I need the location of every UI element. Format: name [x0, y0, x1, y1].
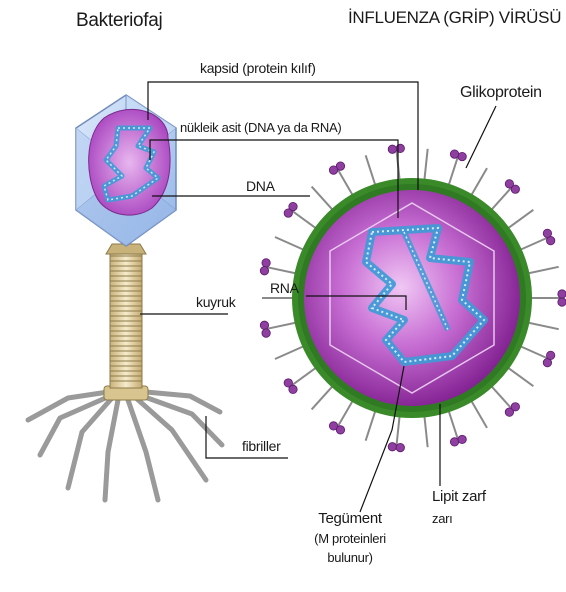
glycoprotein-head: [543, 229, 551, 237]
glycoprotein-head: [336, 426, 344, 434]
label-tegument-line3: bulunur): [300, 550, 400, 565]
glycoprotein-stalk: [520, 237, 549, 250]
glycoprotein-stalk: [265, 323, 296, 330]
glycoprotein-stalk: [520, 346, 549, 359]
glycoprotein-stalk: [337, 168, 353, 196]
glycoprotein-head: [458, 435, 466, 443]
tail-fibers: [28, 392, 222, 500]
glycoprotein-stalk: [491, 386, 512, 410]
glycoprotein-head: [262, 259, 270, 267]
glycoprotein-stalk: [337, 400, 353, 428]
glycoprotein-stalk: [527, 267, 558, 274]
label-lipit-line1: Lipit zarf: [432, 488, 486, 505]
label-rna: RNA: [270, 280, 299, 296]
glycoprotein-head: [388, 443, 396, 451]
glycoprotein-head: [262, 329, 270, 337]
glycoprotein-stalk: [448, 410, 458, 440]
glycoprotein-stalk: [291, 210, 317, 229]
glycoprotein-head: [546, 351, 554, 359]
label-dna: DNA: [246, 178, 275, 194]
bacteriophage: [28, 95, 222, 500]
glycoprotein-stalk: [424, 149, 427, 181]
virus-body: [304, 190, 520, 406]
label-lipit: Lipit zarf zarı: [432, 488, 486, 526]
glycoprotein-stalk: [396, 415, 399, 447]
label-tegument-line1: Tegüment: [300, 510, 400, 527]
label-kuyruk: kuyruk: [196, 294, 235, 310]
influenza-virus: [260, 144, 566, 452]
glycoprotein-head: [450, 438, 458, 446]
title-bacteriophage: Bakteriofaj: [76, 10, 162, 32]
glycoprotein-stalk: [291, 367, 317, 386]
glycoprotein-stalk: [424, 415, 427, 447]
label-fibriller: fibriller: [242, 438, 281, 454]
glycoprotein-stalk: [448, 155, 458, 185]
glycoprotein-head: [505, 180, 513, 188]
glycoprotein-head: [260, 321, 268, 329]
glycoprotein-stalk: [275, 346, 304, 359]
label-lipit-line2: zarı: [432, 511, 486, 526]
glycoprotein-stalk: [312, 386, 333, 410]
glycoprotein-head: [558, 298, 566, 306]
label-nukleik-asit: nükleik asit (DNA ya da RNA): [180, 120, 341, 135]
glycoprotein-stalk: [507, 210, 533, 229]
glycoprotein-head: [388, 145, 396, 153]
glycoprotein-head: [329, 166, 337, 174]
glycoprotein-head: [450, 150, 458, 158]
glycoprotein-stalk: [471, 168, 487, 196]
glycoprotein-stalk: [366, 155, 376, 185]
glycoprotein-stalk: [471, 400, 487, 428]
glycoprotein-head: [396, 144, 404, 152]
title-influenza: İNFLUENZA (GRİP) VİRÜSÜ: [348, 8, 561, 28]
glycoprotein-stalk: [275, 237, 304, 250]
glycoprotein-head: [558, 290, 566, 298]
label-glikoprotein: Glikoprotein: [460, 84, 542, 102]
glycoprotein-stalk: [366, 410, 376, 440]
glycoprotein-stalk: [312, 187, 333, 211]
glycoprotein-head: [511, 403, 519, 411]
label-tegument: Tegüment (M proteinleri bulunur): [300, 510, 400, 565]
glycoprotein-stalk: [527, 323, 558, 330]
glycoprotein-head: [396, 443, 404, 451]
glycoprotein-head: [284, 209, 292, 217]
label-kapsid: kapsid (protein kılıf): [200, 60, 316, 76]
glycoprotein-stalk: [491, 187, 512, 211]
glycoprotein-head: [260, 267, 268, 275]
glycoprotein-head: [289, 385, 297, 393]
glycoprotein-stalk: [507, 367, 533, 386]
phage-nucleic-acid: [89, 109, 170, 215]
glycoprotein-head: [458, 152, 466, 160]
glycoprotein-stalk: [265, 267, 296, 274]
label-tegument-line2: (M proteinleri: [300, 531, 400, 546]
